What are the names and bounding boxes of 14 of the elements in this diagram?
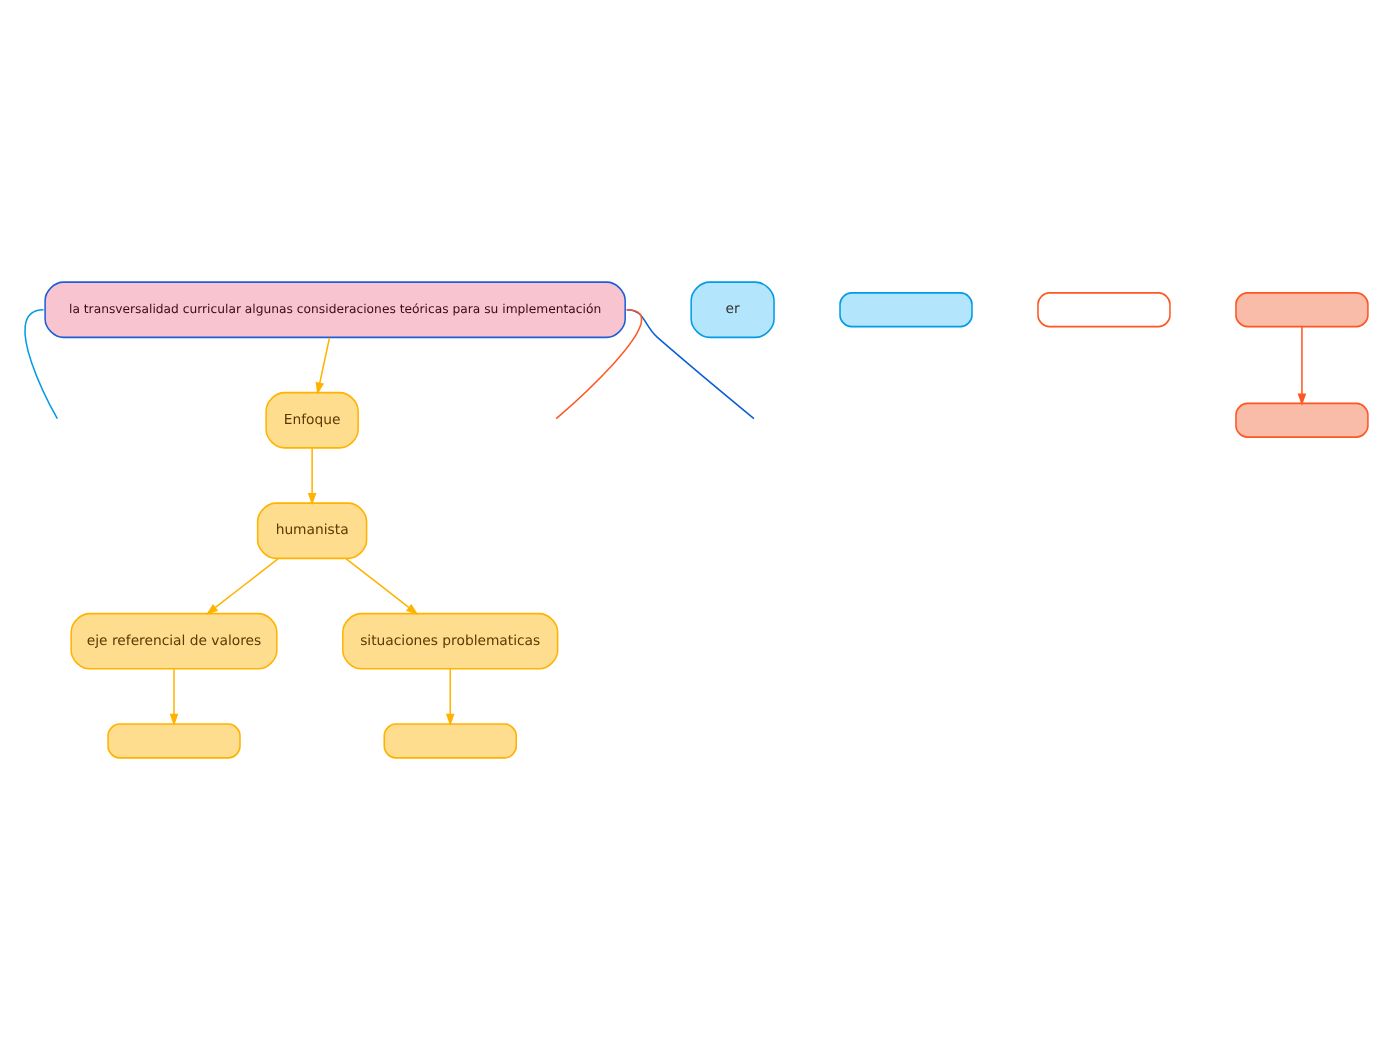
arrow: [169, 668, 179, 726]
node-box: [839, 292, 973, 328]
node-box: [383, 723, 517, 759]
arrow: [345, 558, 419, 615]
arrow: [315, 337, 331, 395]
arrow: [1297, 325, 1307, 406]
node-box: [1235, 292, 1369, 328]
node-box: [107, 723, 241, 759]
arrow: [307, 447, 317, 506]
arrow: [205, 558, 279, 615]
arrow: [445, 668, 455, 726]
node-box: [1235, 402, 1369, 438]
connector: [555, 309, 643, 420]
node-box: [1037, 292, 1171, 328]
